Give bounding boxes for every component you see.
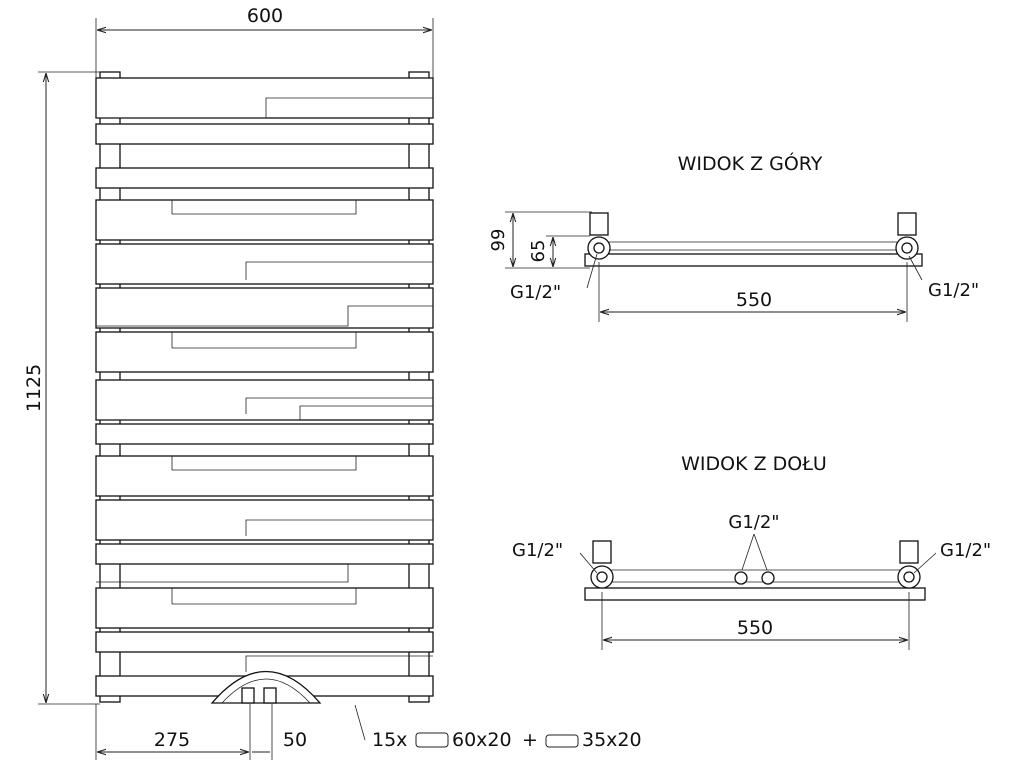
bottom-view: WIDOK Z DOŁU G1/2" G1/2" G1/2" 550 [512,453,991,650]
top-view-title: WIDOK Z GÓRY [678,151,823,175]
front-view: 600 1125 275 50 15x 60x20 + 35x20 [23,5,642,760]
element-profile-step [245,519,433,536]
bottom-inlet-right [263,687,277,704]
profile-narrow-swatch [545,734,579,748]
width-dimension: 600 [247,5,283,27]
heating-element [95,423,434,445]
depth-dimension: 99 [488,229,509,252]
bottom-view-title: WIDOK Z DOŁU [681,453,827,475]
heating-element [95,631,434,653]
heating-element [95,587,434,629]
bottom-connector-left-label: G1/2" [512,540,563,561]
bottom-connection-arc [210,671,322,704]
bottom-view-center-inlet-1 [734,571,748,585]
heating-element [95,123,434,145]
profile-narrow-label: 35x20 [582,729,642,751]
offset-dimension: 275 [154,729,190,751]
top-connector-left-label: G1/2" [510,282,561,303]
bottom-view-panel [584,587,926,601]
heating-element [95,167,434,189]
element-profile-step [245,261,433,280]
element-profile-step [245,397,433,414]
bottom-view-valve-right [899,540,919,564]
profile-wide-label: 60x20 [452,729,512,751]
profile-wide-swatch [415,732,449,748]
element-profile-step [96,97,433,119]
top-view-panel [584,253,923,267]
heating-element [95,379,434,421]
heating-element [95,243,434,285]
top-view: WIDOK Z GÓRY 99 65 G1/2" G1/2" 550 [488,151,979,322]
heating-element [95,543,434,565]
heating-element [95,199,434,241]
bottom-view-valve-left [592,540,612,564]
element-profile-step [96,563,433,583]
height-dimension: 1125 [23,364,45,412]
top-view-valve-left [589,212,609,236]
spacing-dimension: 50 [283,729,307,751]
plus-sign: + [522,729,538,751]
heating-element [95,455,434,497]
element-profile-step [171,200,357,215]
element-profile-step [171,456,357,471]
element-profile-step [96,405,433,421]
bottom-inlet-left [241,687,255,704]
legend-leader [354,704,366,741]
element-profile-step [171,588,357,605]
bottom-view-center-inlet-2 [761,571,775,585]
element-profile-step [96,305,433,327]
heating-elements [95,77,434,697]
bottom-connection-inner-arc [221,678,311,704]
bottom-connector-right-label: G1/2" [940,540,991,561]
heating-element [95,287,434,329]
top-view-valve-right [897,212,917,236]
heating-element [95,331,434,373]
element-profile-step [171,332,357,349]
top-connector-right-label: G1/2" [928,280,979,301]
bottom-connector-center-label: G1/2" [728,512,779,533]
element-profile-step [245,655,433,672]
bottom-span-dimension: 550 [737,617,773,639]
axis-dimension: 65 [528,240,549,263]
top-span-dimension: 550 [736,289,772,311]
element-count: 15x [372,729,407,751]
